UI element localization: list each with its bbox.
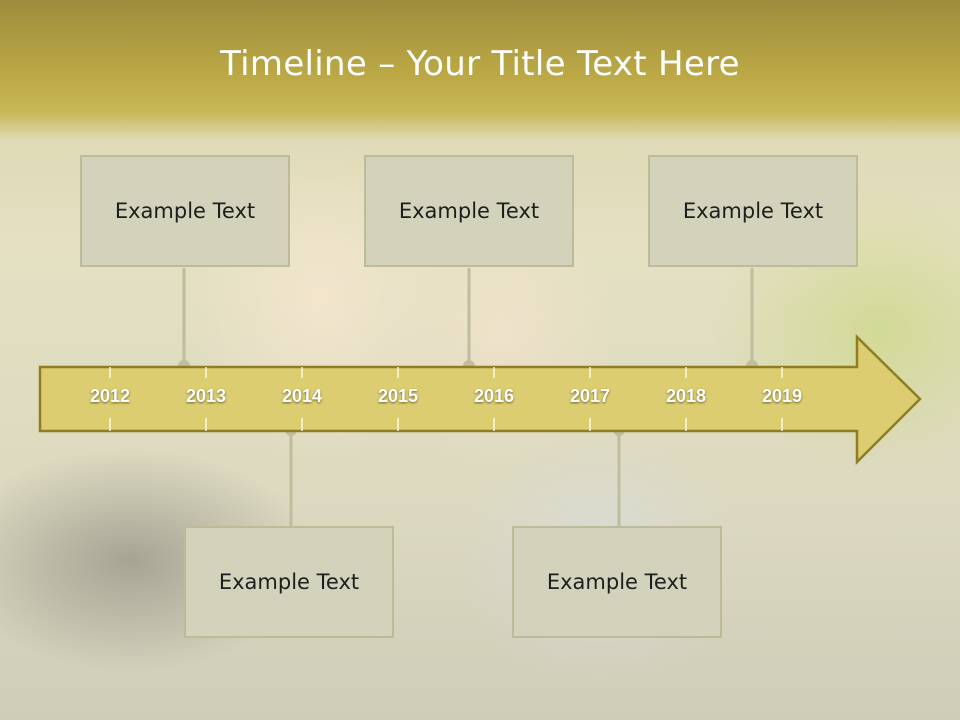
year-label: 2013 — [185, 386, 227, 406]
event-box-top-1[interactable]: Example Text — [80, 155, 290, 267]
event-box-top-2[interactable]: Example Text — [364, 155, 574, 267]
year-label: 2019 — [761, 386, 803, 406]
event-box-bottom-2[interactable]: Example Text — [512, 526, 722, 638]
year-label: 2015 — [377, 386, 419, 406]
year-label: 2016 — [473, 386, 515, 406]
title-bar — [0, 0, 960, 140]
year-label: 2014 — [281, 386, 323, 406]
timeline-arrow — [38, 334, 922, 466]
slide-title[interactable]: Timeline – Your Title Text Here — [220, 44, 740, 84]
year-label: 2018 — [665, 386, 707, 406]
event-box-top-3[interactable]: Example Text — [648, 155, 858, 267]
year-ticks — [109, 367, 783, 431]
event-box-bottom-1[interactable]: Example Text — [184, 526, 394, 638]
year-label: 2017 — [569, 386, 611, 406]
year-label: 2012 — [89, 386, 131, 406]
